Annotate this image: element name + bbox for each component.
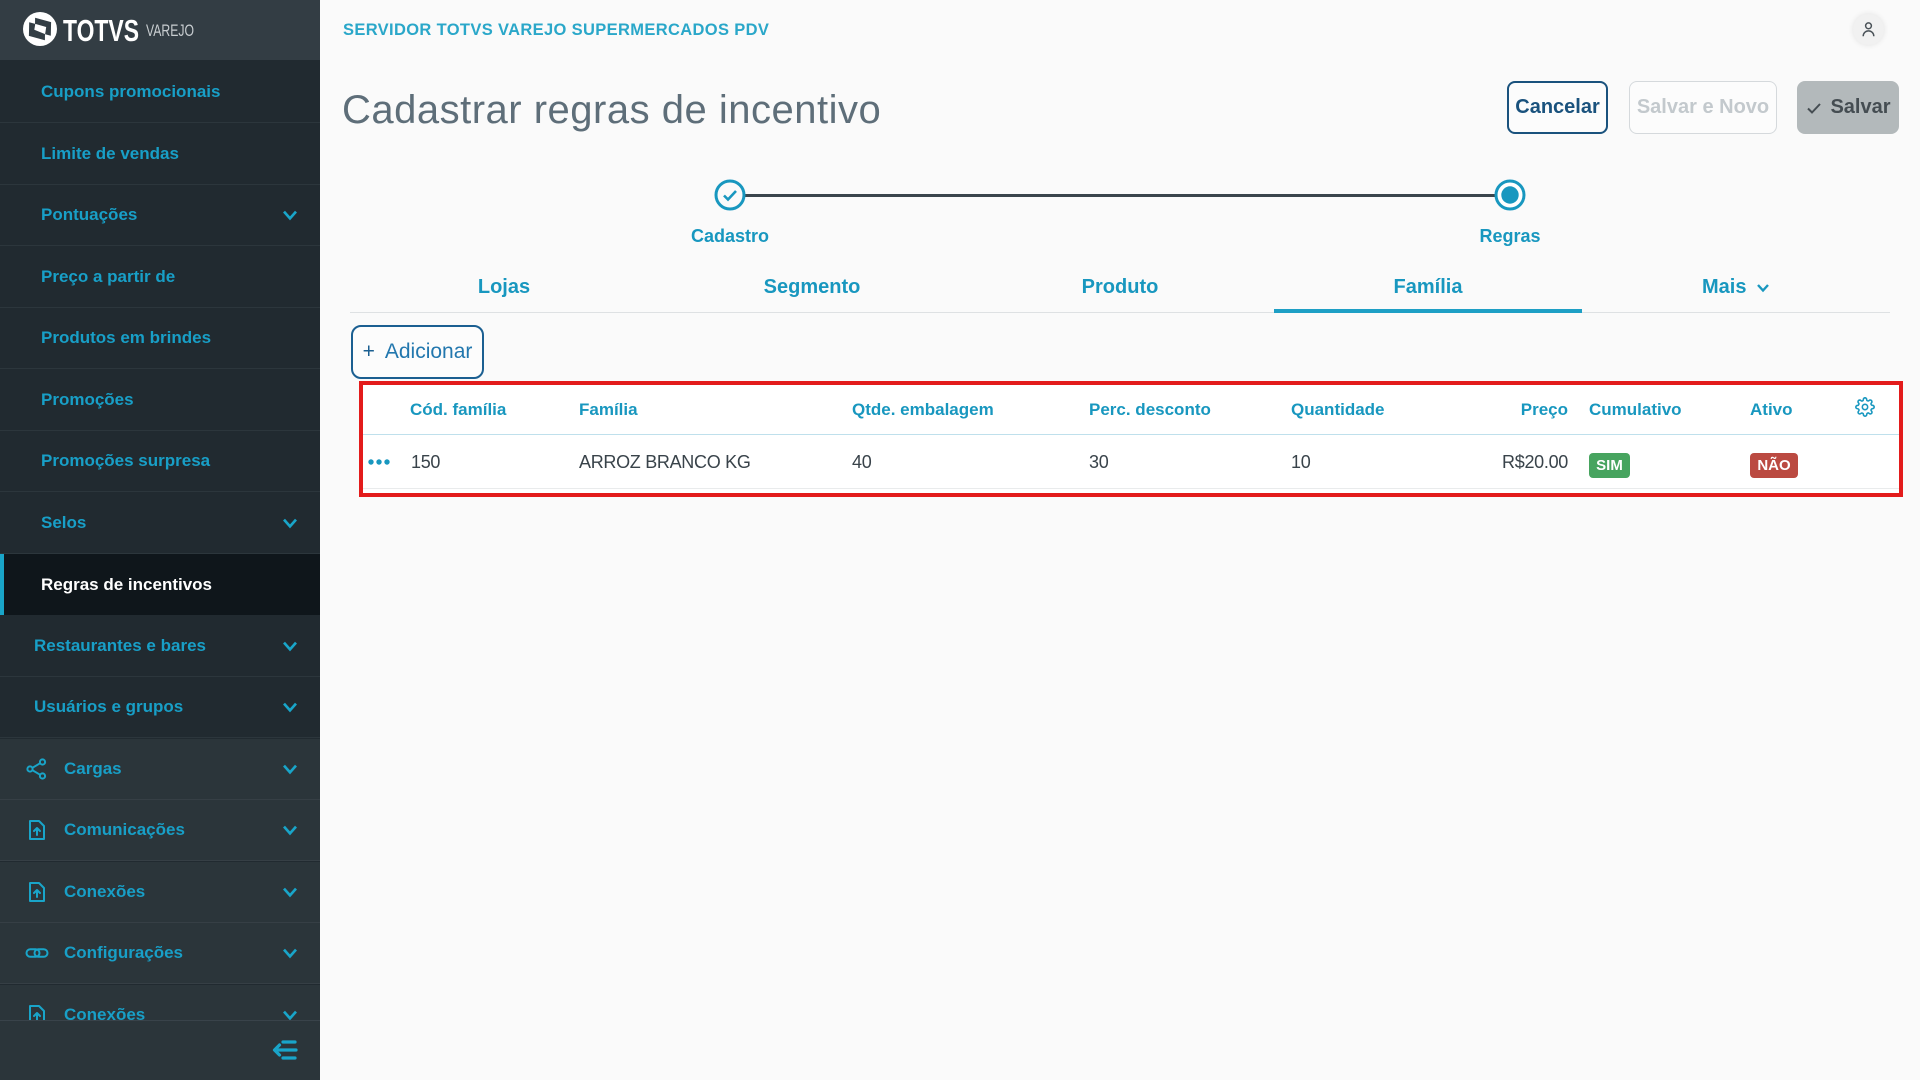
svg-text:TOTVS: TOTVS bbox=[63, 13, 139, 48]
svg-text:VAREJO: VAREJO bbox=[146, 21, 194, 40]
